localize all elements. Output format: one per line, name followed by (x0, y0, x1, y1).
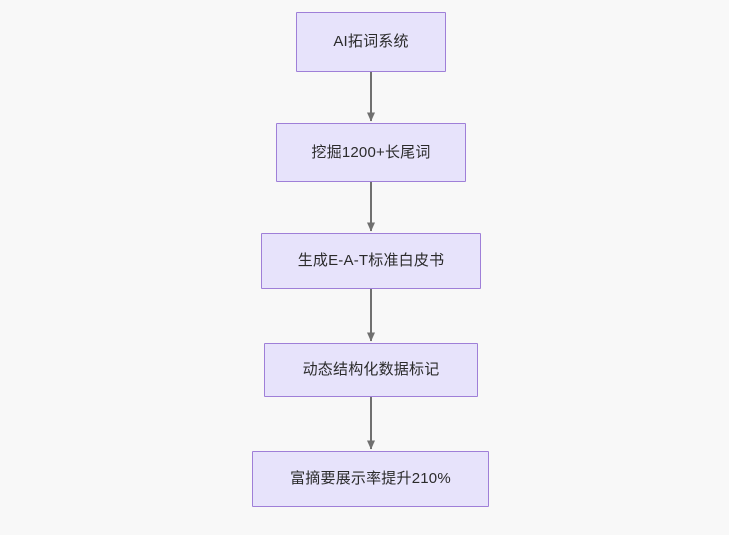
node-label: 动态结构化数据标记 (302, 361, 440, 378)
flowchart-node-rich-snippet-impression-uplift[interactable]: 富摘要展示率提升210% (252, 451, 489, 507)
node-label: 挖掘1200+长尾词 (311, 143, 431, 161)
flowchart-node-mine-longtail-keywords[interactable]: 挖掘1200+长尾词 (276, 123, 466, 182)
node-label: 富摘要展示率提升210% (290, 470, 451, 487)
flowchart-node-dynamic-structured-data-markup[interactable]: 动态结构化数据标记 (264, 343, 478, 397)
flowchart-node-ai-keyword-system[interactable]: AI拓词系统 (296, 12, 446, 72)
node-label: AI拓词系统 (333, 33, 409, 50)
flowchart-node-generate-eat-whitepaper[interactable]: 生成E-A-T标准白皮书 (261, 233, 481, 289)
node-label: 生成E-A-T标准白皮书 (297, 252, 445, 269)
